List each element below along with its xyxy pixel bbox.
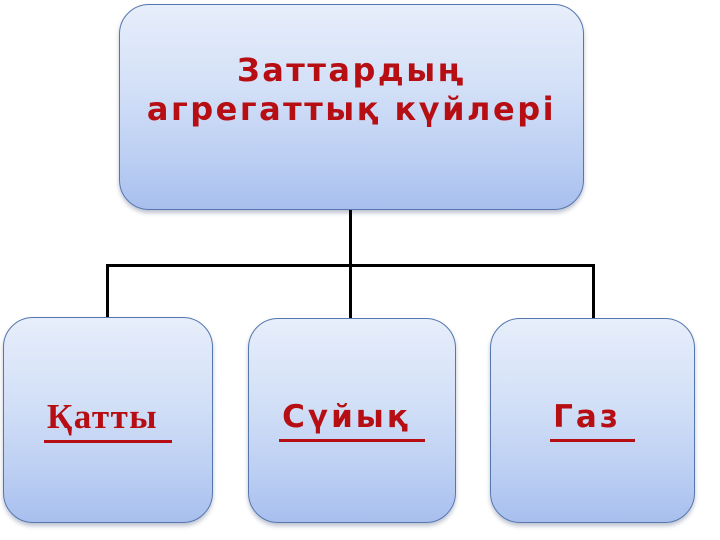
node-gas-box: Газ: [490, 318, 695, 523]
connector-drop-right: [592, 264, 595, 319]
node-gas-label: Газ: [550, 399, 635, 442]
node-solid-label: Қатты: [43, 397, 173, 443]
connector-stem: [349, 210, 352, 266]
node-liquid-label: Сүйық: [279, 399, 425, 442]
root-node-box: Заттардың агрегаттық күйлері: [119, 4, 584, 210]
node-solid-box: Қатты: [3, 317, 213, 523]
root-label-line-1: Заттардың: [236, 51, 467, 89]
root-node-label: Заттардың агрегаттық күйлері: [147, 51, 556, 129]
root-label-line-2: агрегаттық күйлері: [146, 90, 557, 128]
node-liquid-box: Сүйық: [248, 318, 456, 523]
connector-drop-middle: [349, 264, 352, 319]
connector-drop-left: [106, 264, 109, 318]
